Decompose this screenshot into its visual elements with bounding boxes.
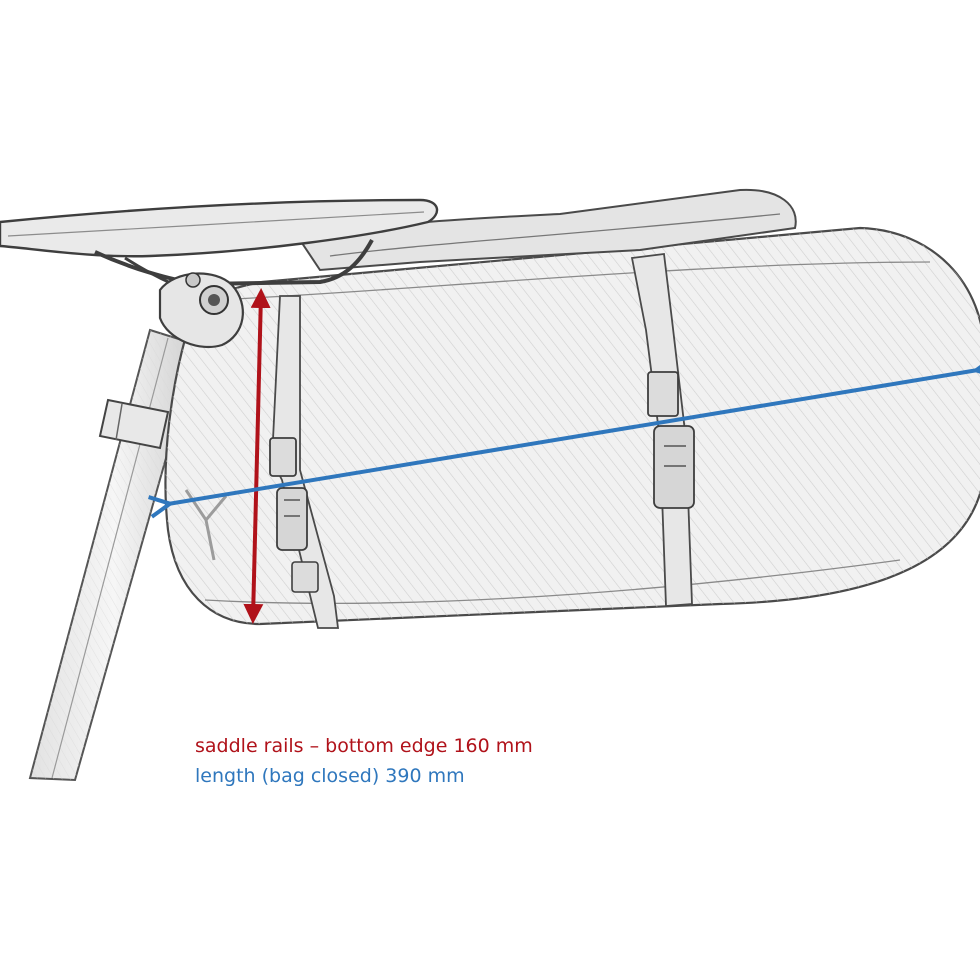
saddle-clamp-bolt bbox=[158, 272, 244, 349]
measurement-captions: saddle rails – bottom edge 160 mm length… bbox=[195, 731, 533, 791]
height-caption: saddle rails – bottom edge 160 mm bbox=[195, 735, 533, 757]
length-measure-arrow bbox=[168, 370, 978, 504]
length-caption: length (bag closed) 390 mm bbox=[195, 765, 465, 787]
